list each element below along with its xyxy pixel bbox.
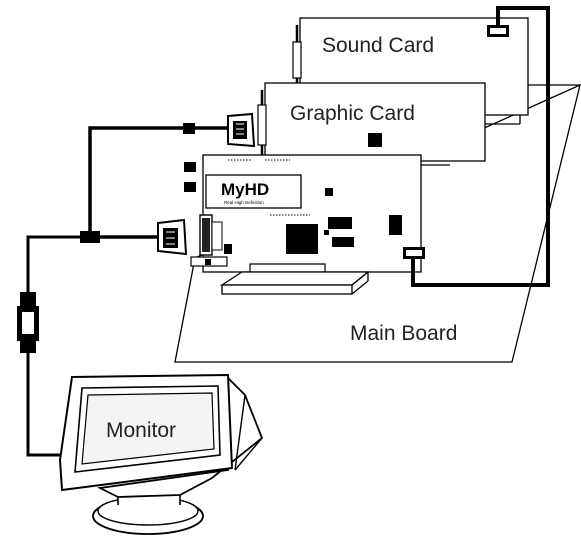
myhd-card-bracket-icon [190, 214, 228, 267]
monitor-cable-ferrite [17, 292, 39, 353]
main-board-label: Main Board [350, 322, 457, 345]
chip-icon [224, 133, 402, 254]
myhd-tagline: Real High Definition [224, 200, 264, 205]
monitor-label: Monitor [106, 419, 176, 442]
myhd-logo-text: MyHD [221, 180, 269, 199]
graphic-card-bracket-icon [257, 90, 267, 155]
sound-card-bracket-icon [292, 25, 302, 92]
monitor-icon: Monitor [58, 373, 264, 535]
myhd-logo: MyHD Real High Definition [205, 174, 302, 209]
graphic-card-label: Graphic Card [290, 102, 415, 125]
sound-card-label: Sound Card [322, 34, 434, 57]
sound-card-jack-icon [487, 25, 509, 37]
vga-connector-icon [157, 112, 256, 256]
edge-connector-icon [219, 263, 370, 295]
graphic-cable-ferrite [183, 123, 195, 134]
graphic-card: Graphic Card [257, 82, 521, 162]
myhd-card-jack-icon [403, 247, 425, 259]
audio-cable [411, 6, 550, 287]
myhd-card: MyHD Real High Definition [184, 133, 450, 295]
splitter-icon [80, 231, 100, 243]
